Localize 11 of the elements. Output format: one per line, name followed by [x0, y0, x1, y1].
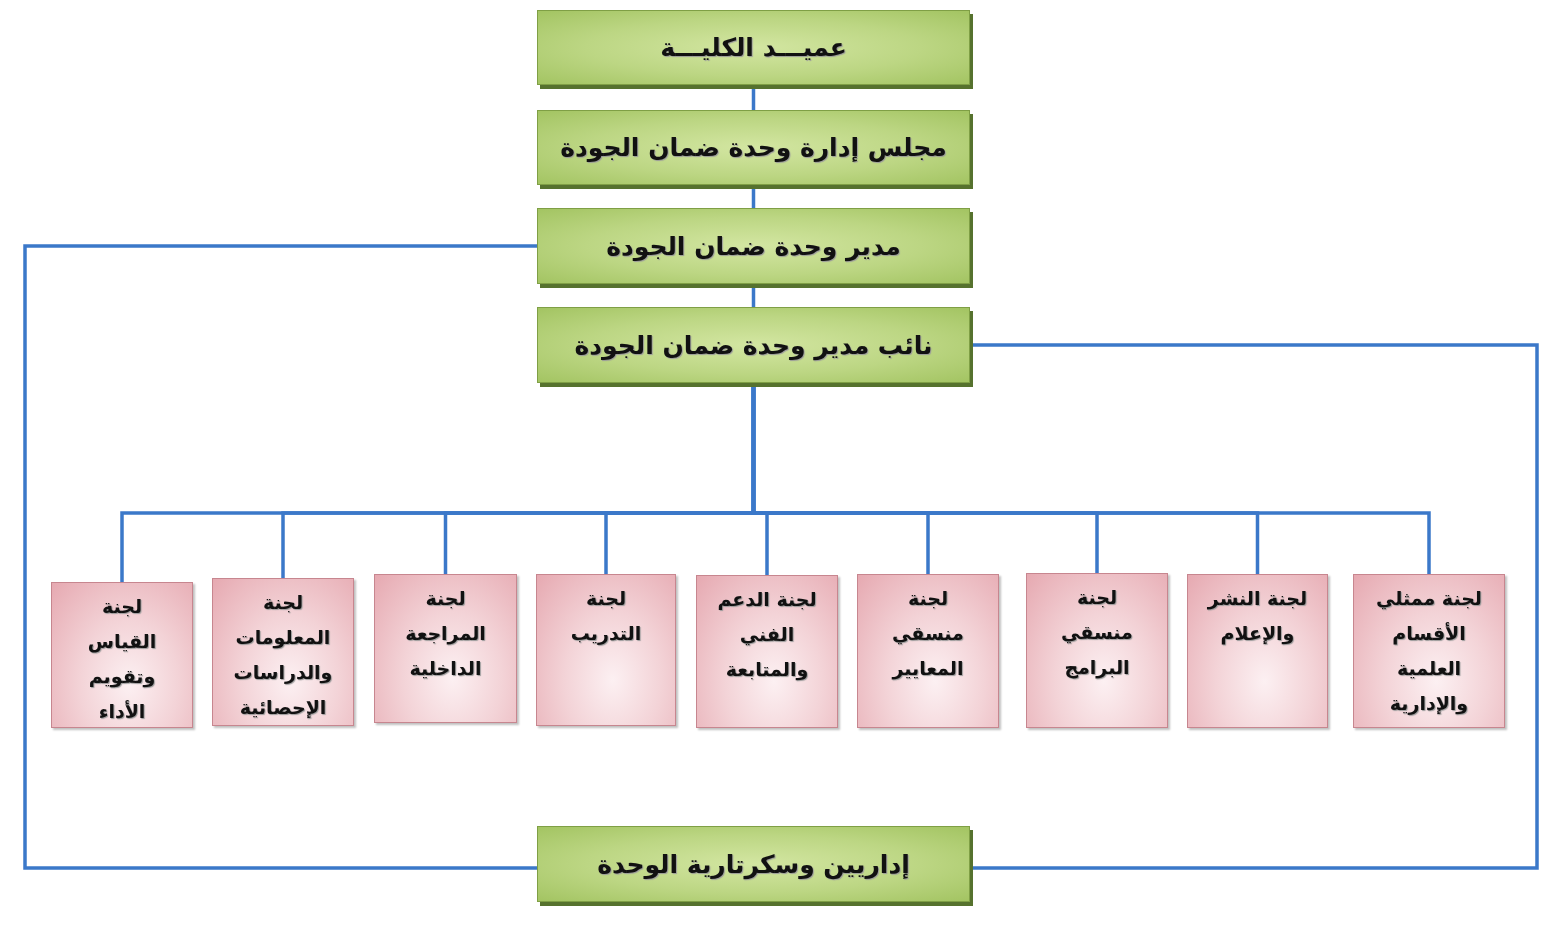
- committee-box: لجنة المراجعة الداخلية: [374, 574, 517, 723]
- committee-box: لجنة المعلومات والدراسات الإحصائية: [212, 578, 354, 726]
- committee-box: لجنة الدعم الفني والمتابعة: [696, 575, 838, 728]
- committee-box: لجنة التدريب: [536, 574, 676, 726]
- committee-box: لجنة النشر والإعلام: [1187, 574, 1328, 728]
- committee-box: لجنة القياس وتقويم الأداء: [51, 582, 193, 728]
- connector-line: [23, 244, 537, 870]
- committee-box: لجنة منسقي البرامج: [1026, 573, 1168, 728]
- connector-line: [970, 343, 1539, 870]
- committee-box: لجنة ممثلي الأقسام العلمية والإدارية: [1353, 574, 1505, 728]
- committee-box: لجنة منسقي المعايير: [857, 574, 999, 728]
